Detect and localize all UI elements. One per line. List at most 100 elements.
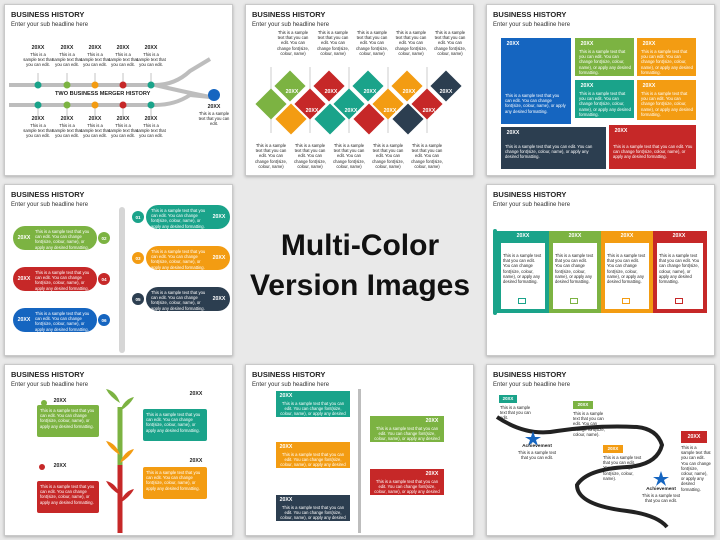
year-flag bbox=[681, 431, 707, 443]
year-label: 20XX bbox=[580, 41, 594, 47]
event-text: This is a sample text that you can edit. bbox=[198, 111, 230, 127]
year-label: 20XX bbox=[31, 45, 45, 51]
event-text: This is a sample text that you can edit.… bbox=[503, 253, 542, 285]
year-label: 20XX bbox=[425, 418, 439, 424]
year-flag bbox=[499, 395, 517, 403]
merger-timeline-graphic bbox=[9, 57, 220, 117]
text-card bbox=[143, 409, 207, 441]
slide-thumbnail-1[interactable]: BUSINESS HISTORY Enter your sub headline… bbox=[4, 4, 233, 176]
slide-thumbnail-2[interactable]: BUSINESS HISTORY Enter your sub headline… bbox=[245, 4, 474, 176]
certificate-icon bbox=[570, 298, 578, 304]
step-number: 06 bbox=[101, 318, 107, 323]
year-label: 20XX bbox=[116, 116, 130, 122]
year-label: 20XX bbox=[425, 471, 439, 477]
event-text: This is a sample text that you can edit.… bbox=[151, 208, 206, 229]
timeline-box bbox=[501, 127, 606, 169]
ring-edge bbox=[493, 229, 497, 315]
slide-thumbnail-5[interactable]: BUSINESS HISTORY Enter your sub headline… bbox=[486, 184, 715, 356]
step-number: 02 bbox=[101, 236, 107, 241]
slide-subtitle: Enter your sub headline here bbox=[493, 382, 571, 388]
slide-title: BUSINESS HISTORY bbox=[252, 10, 326, 19]
year-label: 20XX bbox=[672, 233, 686, 239]
event-text: This is a sample text that you can edit.… bbox=[505, 93, 566, 114]
year-label: 20XX bbox=[88, 116, 102, 122]
event-text: This is a sample text that you can edit. bbox=[136, 123, 166, 139]
timeline-box bbox=[501, 38, 571, 124]
event-text: This is a sample text that you can edit.… bbox=[40, 484, 95, 505]
year-label: 20XX bbox=[17, 235, 31, 241]
year-label: 20XX bbox=[607, 446, 619, 451]
year-label: 20XX bbox=[305, 108, 319, 114]
year-label: 20XX bbox=[687, 434, 701, 440]
year-label: 20XX bbox=[279, 393, 293, 399]
timeline-banner bbox=[276, 391, 350, 417]
event-text: This is a sample text that you can edit.… bbox=[555, 253, 594, 285]
center-title-line-2: Version Images bbox=[249, 269, 471, 302]
event-text: This is a sample text that you can edit. bbox=[500, 405, 531, 421]
year-label: 20XX bbox=[212, 255, 226, 261]
event-text: This is a sample text that you can edit.… bbox=[374, 479, 440, 500]
event-text: This is a sample text that you can edit.… bbox=[255, 143, 287, 169]
step-number: 03 bbox=[135, 256, 141, 261]
year-label: 20XX bbox=[506, 41, 520, 47]
year-label: 20XX bbox=[53, 398, 67, 404]
event-text: This is a sample text that you can edit.… bbox=[280, 401, 346, 422]
year-label: 20XX bbox=[189, 458, 203, 464]
event-text: This is a sample text that you can edit. bbox=[23, 123, 53, 139]
event-text: This is a sample text that you can edit.… bbox=[280, 452, 346, 473]
timeline-pill bbox=[146, 287, 230, 311]
timeline-box bbox=[575, 80, 634, 118]
slide-title: BUSINESS HISTORY bbox=[493, 190, 567, 199]
event-text: This is a sample text that you can edit.… bbox=[151, 290, 206, 311]
event-text: This is a sample text that you can edit.… bbox=[151, 249, 206, 270]
merger-label: TWO BUSINESS MERGER HISTORY bbox=[55, 91, 151, 97]
slide-thumbnail-4[interactable]: BUSINESS HISTORY Enter your sub headline… bbox=[4, 184, 233, 356]
achievement-text: This is a sample text that you can edit. bbox=[641, 493, 681, 504]
year-label: 20XX bbox=[279, 497, 293, 503]
event-text: This is a sample text that you can edit. bbox=[52, 123, 82, 139]
event-text: This is a sample text that you can edit.… bbox=[613, 144, 693, 160]
center-title-line-1: Multi-Color bbox=[280, 229, 440, 262]
timeline-banner bbox=[276, 495, 350, 521]
event-text: This is a sample text that you can edit.… bbox=[35, 270, 90, 291]
event-text: This is a sample text that you can edit.… bbox=[35, 229, 90, 250]
slide-thumbnail-3[interactable]: BUSINESS HISTORY Enter your sub headline… bbox=[486, 4, 715, 176]
achievement-text: This is a sample text that you can edit. bbox=[517, 450, 557, 461]
event-text: This is a sample text that you can edit.… bbox=[294, 143, 326, 169]
event-text: This is a sample text that you can edit.… bbox=[333, 143, 365, 169]
event-text: This is a sample text that you can edit.… bbox=[395, 30, 427, 56]
timeline-box bbox=[609, 125, 696, 169]
puzzle-graphic bbox=[255, 67, 462, 135]
event-text: This is a sample text that you can edit.… bbox=[579, 49, 631, 75]
year-label: 20XX bbox=[60, 45, 74, 51]
step-number: 01 bbox=[135, 215, 141, 220]
year-label: 20XX bbox=[189, 391, 203, 397]
event-text: This is a sample text that you can edit.… bbox=[372, 143, 404, 169]
slide-thumbnail-7[interactable]: BUSINESS HISTORY Enter your sub headline… bbox=[245, 364, 474, 536]
event-text: This is a sample text that you can edit.… bbox=[146, 412, 201, 433]
slide-title: BUSINESS HISTORY bbox=[11, 370, 85, 379]
timeline-banner bbox=[276, 442, 350, 468]
slide-thumbnail-8[interactable]: BUSINESS HISTORY Enter your sub headline… bbox=[486, 364, 715, 536]
timeline-spine bbox=[358, 389, 361, 533]
year-label: 20XX bbox=[363, 89, 377, 95]
roadmap-graphic bbox=[495, 415, 669, 529]
slide-title: BUSINESS HISTORY bbox=[252, 370, 326, 379]
year-label: 20XX bbox=[88, 45, 102, 51]
slide-subtitle: Enter your sub headline here bbox=[11, 22, 89, 28]
year-label: 20XX bbox=[31, 116, 45, 122]
year-label: 20XX bbox=[383, 108, 397, 114]
slide-thumbnail-6[interactable]: BUSINESS HISTORY Enter your sub headline… bbox=[4, 364, 233, 536]
timeline-pill bbox=[13, 267, 97, 291]
achievement-label: Achievement bbox=[646, 487, 676, 492]
year-label: 20XX bbox=[642, 41, 656, 47]
text-card bbox=[37, 481, 99, 513]
step-circle bbox=[132, 252, 144, 264]
year-label: 20XX bbox=[506, 130, 520, 136]
year-label: 20XX bbox=[577, 402, 589, 407]
slide-subtitle: Enter your sub headline here bbox=[493, 202, 571, 208]
year-label: 20XX bbox=[17, 276, 31, 282]
timeline-banner bbox=[370, 416, 444, 442]
event-text: This is a sample text that you can edit. bbox=[23, 52, 53, 68]
timeline-box bbox=[637, 38, 696, 76]
